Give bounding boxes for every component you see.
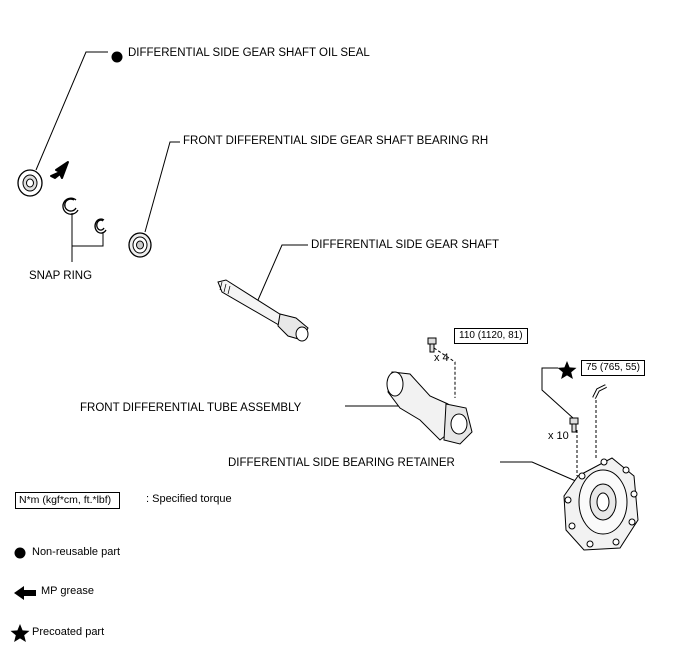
- tube-bolt-qty: x 4: [434, 352, 449, 364]
- side-gear-shaft-part: [217, 279, 309, 342]
- snap-ring-leader: [71, 213, 104, 247]
- legend-precoated-star-icon: [10, 624, 30, 642]
- shaft-leader: [257, 244, 308, 301]
- retainer-bolt-part: [569, 417, 579, 433]
- legend-mp-grease-text: MP grease: [41, 585, 94, 597]
- tube-bolt-dash: [433, 347, 456, 398]
- retainer-bolt-leader: [541, 367, 574, 419]
- retainer-bolt-qty: x 10: [548, 430, 569, 442]
- bearing-retainer-part: [563, 457, 639, 551]
- tube-bolt-part: [427, 337, 437, 353]
- legend-precoated-text: Precoated part: [32, 626, 105, 638]
- bearing-retainer-label: DIFFERENTIAL SIDE BEARING RETAINER: [228, 457, 455, 469]
- retainer-leader: [500, 461, 579, 483]
- oil-seal-leader: [35, 51, 108, 171]
- legend-grease-arrow-icon: [14, 586, 36, 600]
- precoated-star-icon: [557, 361, 577, 379]
- snap-ring-label: SNAP RING: [29, 270, 93, 282]
- bearing-rh-leader: [144, 141, 180, 233]
- legend-non-reusable-text: Non-reusable part: [32, 546, 121, 558]
- snap-ring-parts: [62, 197, 107, 234]
- bearing-rh-part: [128, 232, 152, 258]
- tube-assembly-label: FRONT DIFFERENTIAL TUBE ASSEMBLY: [80, 402, 302, 414]
- legend-non-reusable-icon: [14, 547, 26, 559]
- tube-assembly-part: [386, 371, 473, 445]
- oil-seal-label: DIFFERENTIAL SIDE GEAR SHAFT OIL SEAL: [128, 47, 370, 59]
- side-gear-shaft-label: DIFFERENTIAL SIDE GEAR SHAFT: [311, 239, 500, 251]
- tube-bolt-torque-box: 110 (1120, 81): [454, 328, 528, 344]
- legend-torque-desc: : Specified torque: [146, 493, 232, 505]
- non-reusable-dot-icon: [111, 51, 123, 63]
- bearing-rh-label: FRONT DIFFERENTIAL SIDE GEAR SHAFT BEARI…: [183, 135, 489, 147]
- legend-torque-box: N*m (kgf*cm, ft.*lbf): [15, 492, 121, 509]
- oil-seal-part: [17, 169, 43, 197]
- retainer-bolt-torque-box: 75 (765, 55): [581, 360, 645, 376]
- grease-arrow-icon: [50, 161, 69, 179]
